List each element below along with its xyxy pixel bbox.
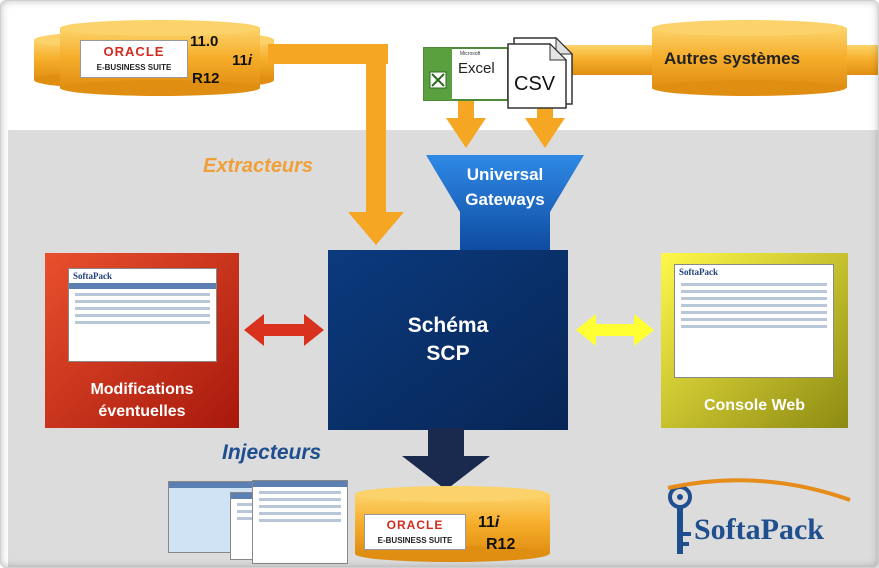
excel-vendor-label: Microsoft <box>460 51 481 57</box>
injecteurs-label: Injecteurs <box>222 441 322 464</box>
modifications-screenshot: SoftaPack <box>68 268 217 362</box>
modifications-shot-row <box>75 307 210 310</box>
oracle-bottom-badge: ORACLE E-BUSINESS SUITE <box>364 514 466 550</box>
oracle-top-badge: ORACLE E-BUSINESS SUITE <box>80 40 188 78</box>
app-shot-bar <box>169 482 265 488</box>
gateway-line2: Gateways <box>465 190 545 209</box>
modifications-shot-row <box>75 300 210 303</box>
oracle-bottom-version-11i: 11i <box>478 514 499 532</box>
inject-arrow <box>402 428 490 490</box>
modifications-line2: éventuelles <box>98 403 186 420</box>
app-shot-row <box>259 512 341 515</box>
modifications-line1: Modifications <box>90 381 194 398</box>
app-shot-row <box>259 491 341 494</box>
modifications-shot-bar <box>69 283 216 289</box>
console-shot-row <box>681 304 827 307</box>
modifications-shot-row <box>75 314 210 317</box>
console-mini-brand: SoftaPack <box>679 267 718 277</box>
app-screenshot-front <box>252 480 348 564</box>
excel-icon <box>423 47 509 101</box>
other-systems-cylinder <box>560 20 878 96</box>
red-double-arrow <box>244 314 324 346</box>
console-shot-row <box>681 311 827 314</box>
extracteurs-label: Extracteurs <box>203 155 314 177</box>
schema-box <box>328 250 568 430</box>
oracle-bottom-version-11: 11 <box>478 514 495 531</box>
oracle-top-version-110: 11.0 <box>190 33 219 50</box>
console-web-screenshot: SoftaPack <box>674 264 834 378</box>
app-shot-row <box>259 505 341 508</box>
yellow-double-arrow <box>576 314 654 346</box>
modifications-shot-row <box>75 293 210 296</box>
other-systems-label: Autres systèmes <box>664 49 801 68</box>
console-shot-row <box>681 290 827 293</box>
excel-down-arrow <box>446 100 486 148</box>
softapack-logo: SoftaPack <box>694 513 824 546</box>
oracle-top-suite: E-BUSINESS SUITE <box>96 63 172 72</box>
oracle-top-version-11i: 11i <box>232 52 252 69</box>
console-shot-row <box>681 318 827 321</box>
app-shot-bar <box>253 481 347 487</box>
app-shot-row <box>259 519 341 522</box>
csv-label: CSV <box>514 73 556 95</box>
oracle-bottom-version-i: i <box>494 514 500 531</box>
app-shot-row <box>259 498 341 501</box>
oracle-top-version-r12: R12 <box>192 70 220 87</box>
oracle-bottom-suite: E-BUSINESS SUITE <box>377 536 453 545</box>
gateway-line1: Universal <box>466 165 544 184</box>
console-shot-row <box>681 283 827 286</box>
console-shot-row <box>681 325 827 328</box>
extract-arrow <box>268 44 404 245</box>
oracle-bottom-brand: ORACLE <box>386 518 444 532</box>
oracle-top-brand: ORACLE <box>103 44 165 59</box>
oracle-top-version-11: 11 <box>232 52 248 69</box>
universal-gateways-funnel <box>426 155 584 252</box>
oracle-bottom-version-r12: R12 <box>486 536 516 553</box>
schema-line1: Schéma <box>407 314 489 337</box>
modifications-mini-brand: SoftaPack <box>73 271 112 281</box>
oracle-top-version-i: i <box>247 52 253 69</box>
modifications-shot-row <box>75 321 210 324</box>
schema-line2: SCP <box>426 342 470 365</box>
csv-icon <box>507 36 574 109</box>
excel-label: Excel <box>458 60 495 77</box>
softapack-key-icon <box>667 478 851 554</box>
console-web-label: Console Web <box>703 397 806 414</box>
console-shot-row <box>681 297 827 300</box>
